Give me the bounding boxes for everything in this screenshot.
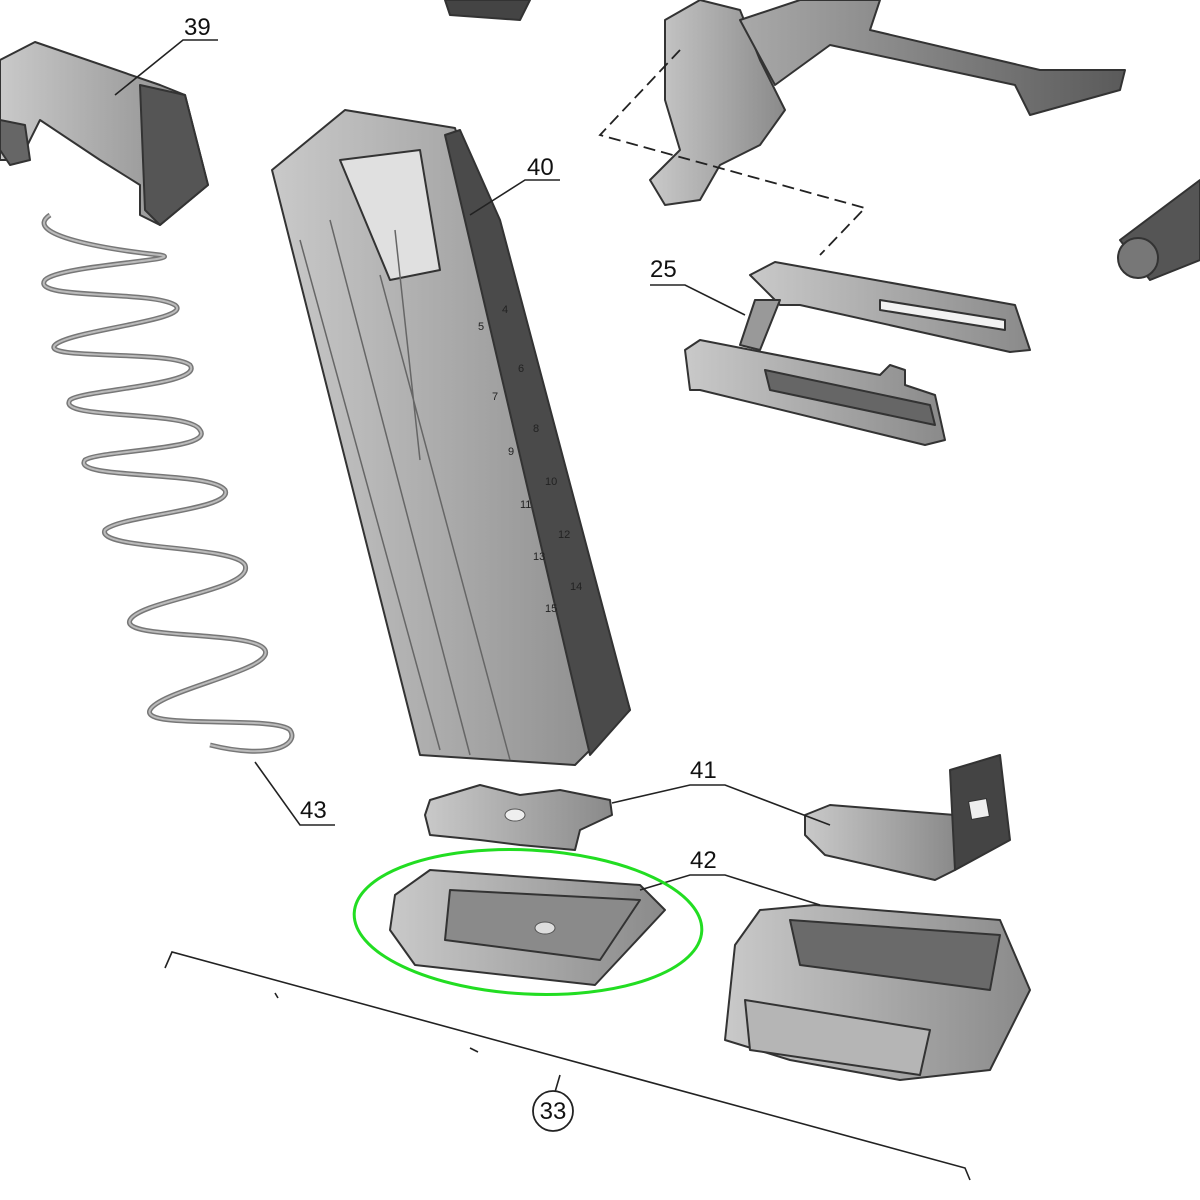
leader-40 bbox=[469, 179, 560, 216]
round-number: 15 bbox=[545, 603, 557, 615]
callout-33: 33 bbox=[540, 1098, 567, 1125]
callout-42: 42 bbox=[690, 847, 717, 874]
round-number: 12 bbox=[558, 529, 570, 541]
round-number: 9 bbox=[508, 446, 514, 458]
callout-41: 41 bbox=[690, 757, 717, 784]
round-number: 8 bbox=[533, 423, 539, 435]
round-number: 13 bbox=[533, 551, 545, 563]
round-number: 5 bbox=[478, 321, 484, 333]
round-number: 14 bbox=[570, 581, 582, 593]
magazine-round-numbers: 4 5 6 7 8 9 10 11 12 13 14 15 bbox=[478, 304, 582, 615]
part-trigger-assembly bbox=[444, 0, 1126, 256]
round-number: 10 bbox=[545, 476, 557, 488]
round-number: 6 bbox=[518, 363, 524, 375]
leader-39 bbox=[114, 39, 218, 96]
leader-42 bbox=[639, 874, 821, 906]
leader-43 bbox=[254, 761, 335, 826]
part-42-extended-floor-plate bbox=[724, 904, 1031, 1081]
part-pin-right bbox=[1117, 179, 1200, 281]
part-39-follower bbox=[0, 41, 209, 226]
leader-25 bbox=[650, 284, 746, 316]
part-40-magazine-body bbox=[271, 109, 631, 766]
round-number: 11 bbox=[520, 499, 531, 511]
callout-25: 25 bbox=[650, 256, 677, 283]
callout-33-circle bbox=[532, 1090, 574, 1132]
leader-41 bbox=[611, 784, 831, 826]
round-number: 7 bbox=[492, 391, 498, 403]
callout-40: 40 bbox=[527, 154, 554, 181]
part-42-floor-plate bbox=[389, 869, 666, 986]
part-43-spring bbox=[41, 212, 295, 754]
bracket-33 bbox=[164, 951, 971, 1181]
round-number: 4 bbox=[502, 304, 508, 316]
highlight-ellipse bbox=[352, 848, 704, 996]
callout-43: 43 bbox=[300, 797, 327, 824]
part-25-trigger-bar bbox=[684, 261, 1031, 446]
part-41-locking-insert bbox=[424, 754, 1011, 881]
callout-39: 39 bbox=[184, 14, 211, 41]
